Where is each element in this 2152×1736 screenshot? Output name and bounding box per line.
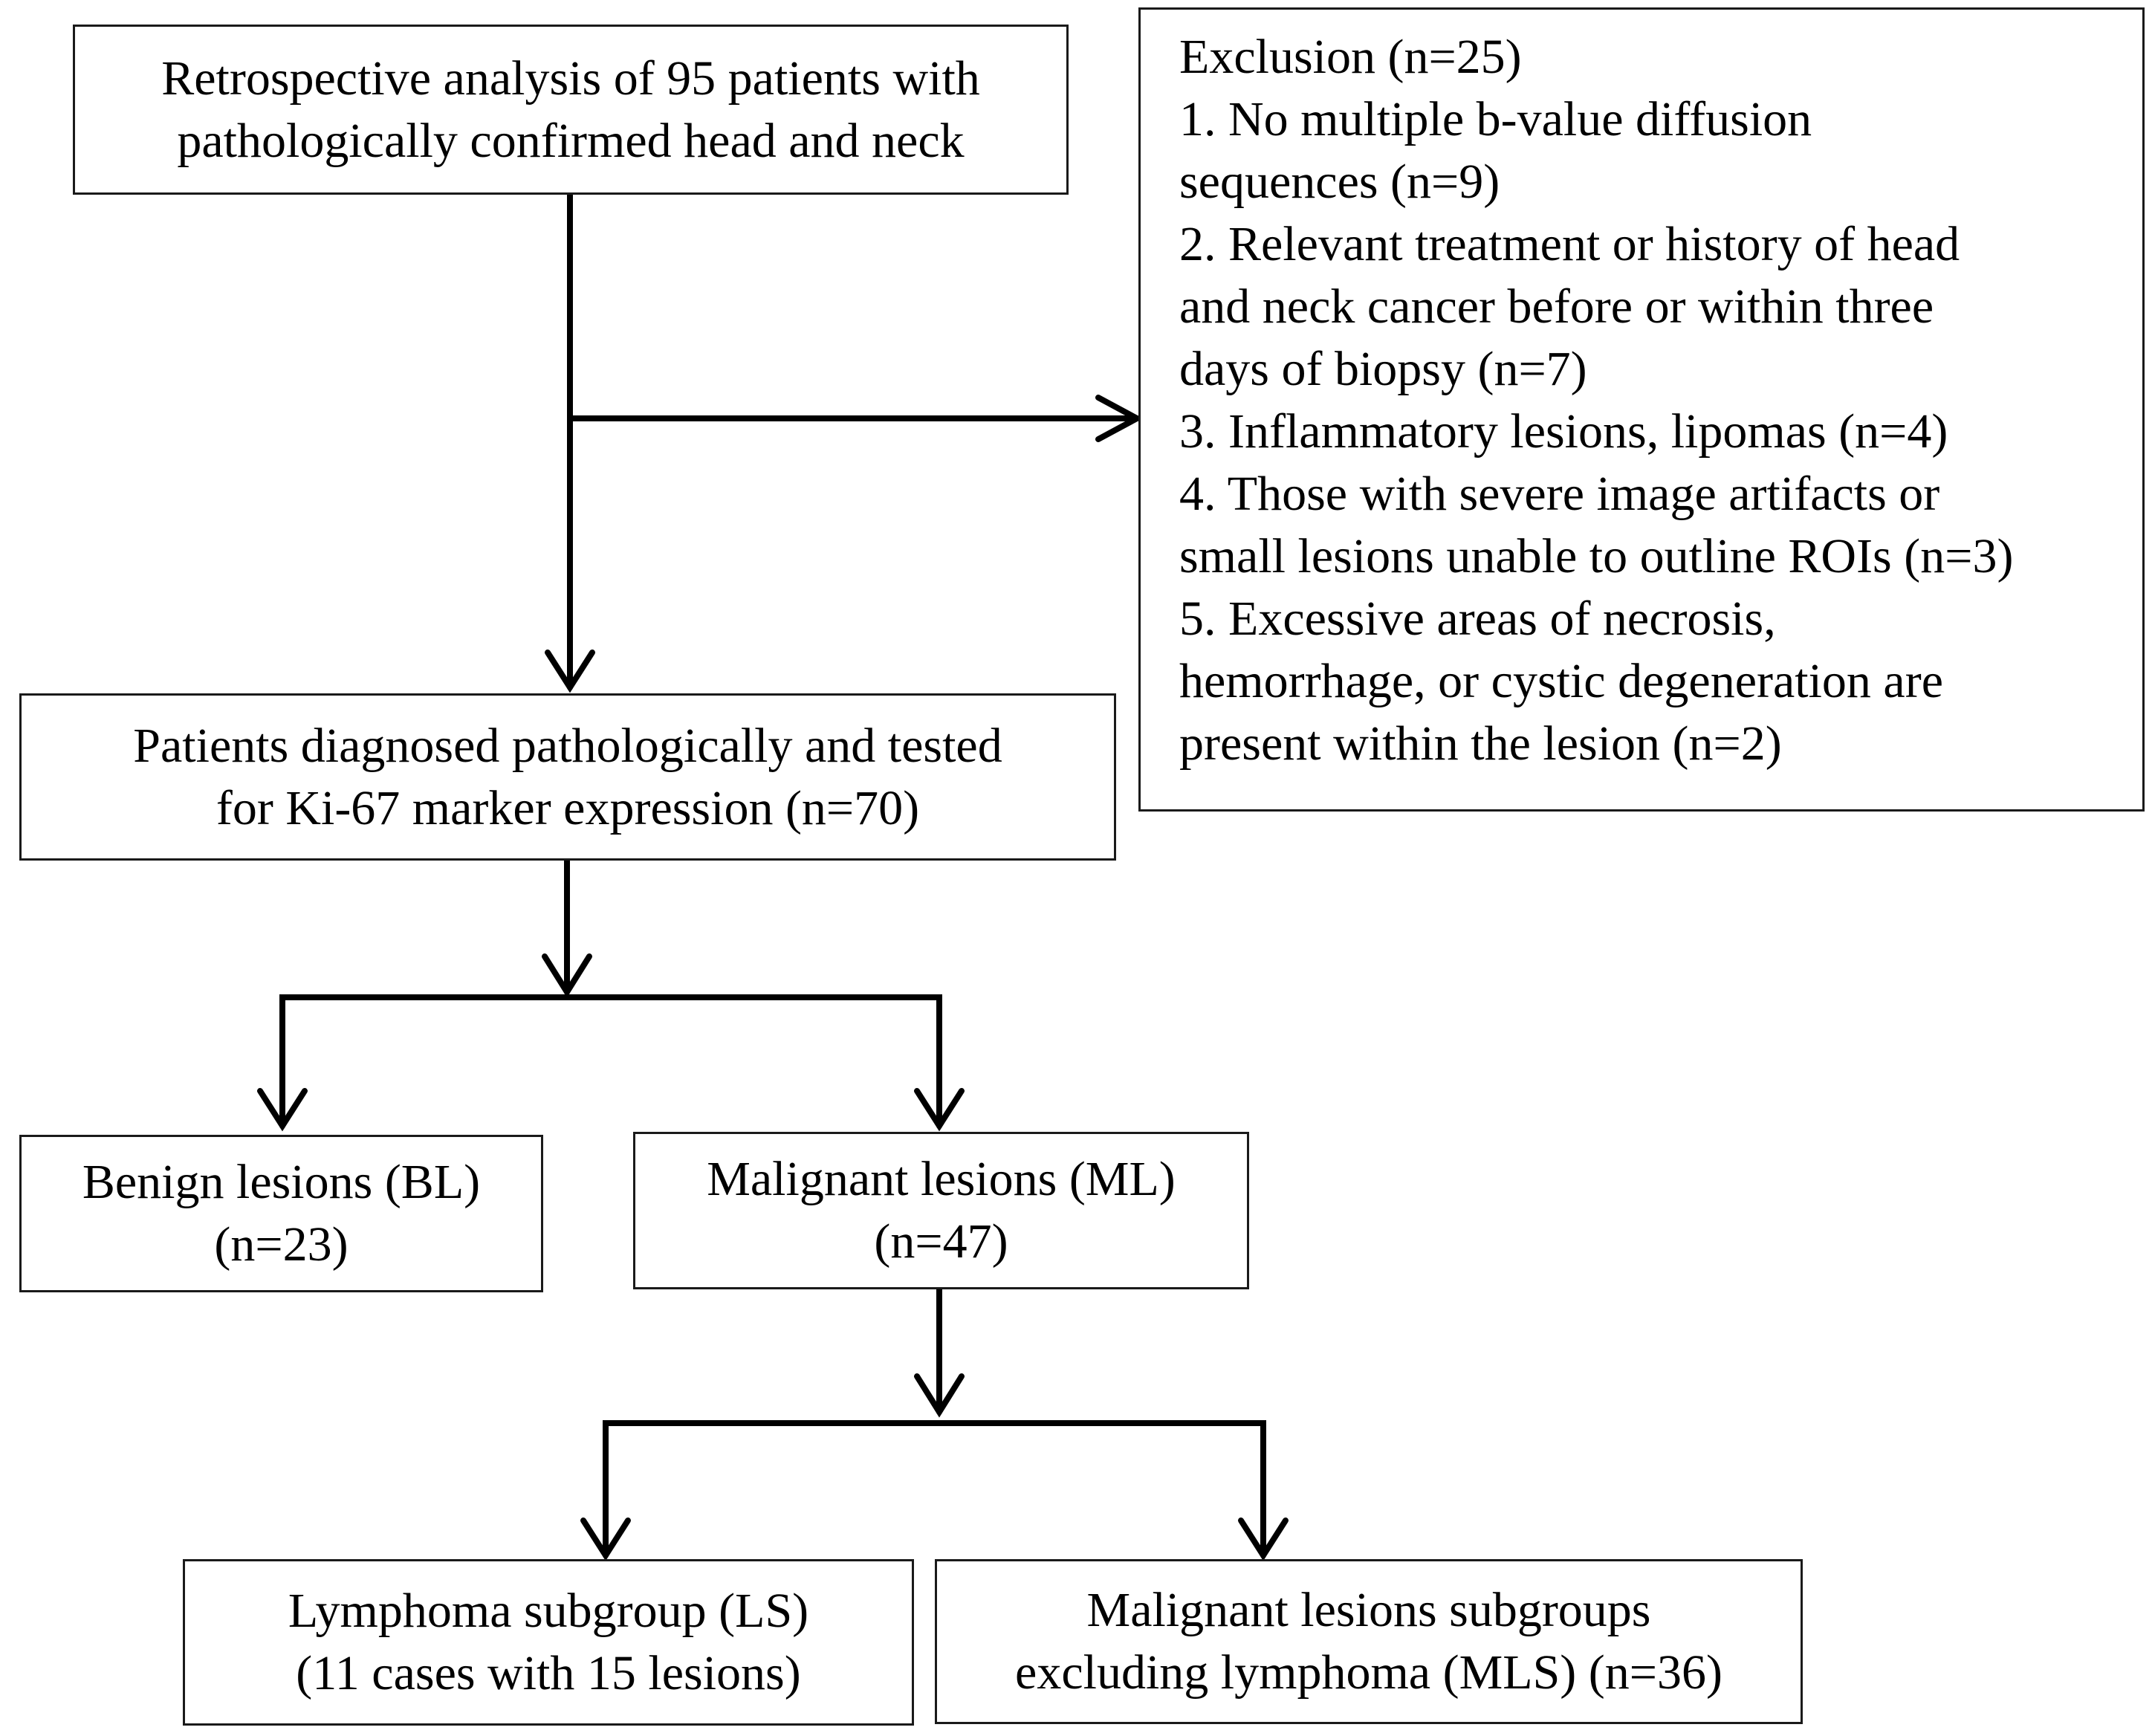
- exclusion-line-10: hemorrhage, or cystic degeneration are: [1179, 654, 1943, 708]
- lymphoma-line-1: Lymphoma subgroup (LS): [288, 1584, 809, 1638]
- benign-line-1: Benign lesions (BL): [82, 1155, 481, 1209]
- diagnosed-box: Patients diagnosed pathologically and te…: [19, 693, 1116, 861]
- malignant-line-1: Malignant lesions (ML): [707, 1152, 1176, 1206]
- arrowhead-to-lymphoma: [580, 1518, 631, 1561]
- diagnosed-line-1: Patients diagnosed pathologically and te…: [133, 718, 1002, 773]
- exclusion-line-3: 2. Relevant treatment or history of head: [1179, 217, 1960, 271]
- start-line-2: pathologically confirmed head and neck: [177, 113, 965, 168]
- mls-line-1: Malignant lesions subgroups: [1086, 1583, 1651, 1637]
- exclusion-line-4: and neck cancer before or within three: [1179, 279, 1934, 334]
- exclusion-line-11: present within the lesion (n=2): [1179, 716, 1782, 771]
- exclusion-line-2: sequences (n=9): [1179, 155, 1500, 209]
- arrowhead-to-malignant: [914, 1088, 965, 1132]
- exclusion-title: Exclusion (n=25): [1179, 30, 1522, 84]
- exclusion-line-1: 1. No multiple b-value diffusion: [1179, 92, 1812, 146]
- arrowhead-to-diagnosed: [545, 650, 595, 693]
- arrowhead-to-mls: [1238, 1518, 1289, 1561]
- start-line-1: Retrospective analysis of 95 patients wi…: [161, 51, 980, 106]
- exclusion-line-5: days of biopsy (n=7): [1179, 342, 1587, 396]
- arrowhead-malignant-split: [914, 1373, 965, 1418]
- exclusion-line-8: small lesions unable to outline ROIs (n=…: [1179, 529, 2014, 583]
- arrowhead-diagnosed-split: [542, 953, 592, 998]
- malignant-line-2: (n=47): [874, 1214, 1008, 1269]
- arrowhead-to-benign: [257, 1088, 308, 1132]
- split-bar-1: [279, 994, 942, 1129]
- malignant-box: Malignant lesions (ML) (n=47): [633, 1132, 1249, 1289]
- split-bar-2: [603, 1420, 1266, 1558]
- lymphoma-line-2: (11 cases with 15 lesions): [296, 1646, 801, 1700]
- exclusion-line-9: 5. Excessive areas of necrosis,: [1179, 592, 1776, 646]
- benign-line-2: (n=23): [214, 1217, 349, 1272]
- mls-line-2: excluding lymphoma (MLS) (n=36): [1015, 1645, 1722, 1700]
- lymphoma-box: Lymphoma subgroup (LS) (11 cases with 15…: [183, 1559, 914, 1726]
- exclusion-line-6: 3. Inflammatory lesions, lipomas (n=4): [1179, 404, 1948, 459]
- exclusion-box: Exclusion (n=25) 1. No multiple b-value …: [1138, 7, 2145, 812]
- mls-box: Malignant lesions subgroups excluding ly…: [935, 1559, 1803, 1724]
- diagnosed-line-2: for Ki-67 marker expression (n=70): [215, 780, 920, 835]
- start-box: Retrospective analysis of 95 patients wi…: [73, 25, 1069, 195]
- arrowhead-to-exclusion: [1095, 395, 1144, 442]
- benign-box: Benign lesions (BL) (n=23): [19, 1135, 543, 1292]
- exclusion-line-7: 4. Those with severe image artifacts or: [1179, 467, 1940, 521]
